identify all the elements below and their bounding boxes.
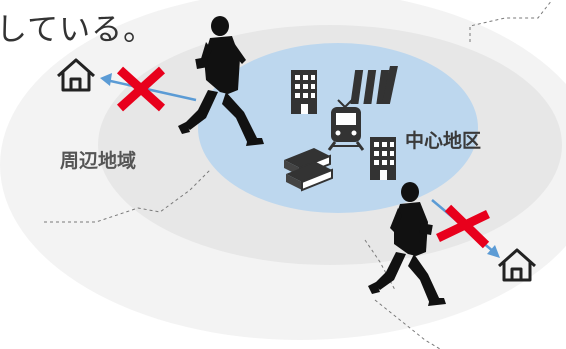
center-label: 中心地区	[405, 130, 482, 152]
train-icon	[327, 99, 365, 151]
suburb-label: 周辺地域	[60, 150, 137, 172]
dashed-boundary	[44, 0, 553, 349]
headline-text: している。	[0, 12, 156, 48]
books-icon	[350, 66, 398, 104]
cross-mark-icon	[436, 204, 490, 249]
arrow-icon	[100, 73, 197, 102]
office-building-icon	[370, 137, 396, 180]
office-building-icon	[291, 70, 317, 114]
house-icon	[498, 248, 536, 282]
walking-person-icon	[368, 182, 446, 306]
house-icon	[57, 58, 95, 92]
stacked-books-icon	[284, 148, 333, 192]
cross-mark-icon	[116, 66, 166, 112]
walking-person-icon	[178, 16, 264, 146]
